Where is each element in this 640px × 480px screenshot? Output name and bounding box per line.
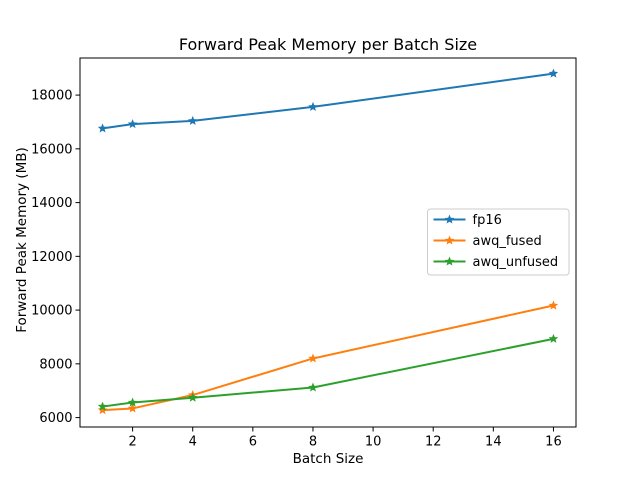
x-tick-label: 12 (425, 435, 442, 450)
x-tick-label: 14 (485, 435, 502, 450)
y-tick-label: 18000 (31, 89, 72, 104)
awq_fused-marker (548, 300, 559, 310)
x-tick-label: 6 (249, 435, 257, 450)
awq_fused-marker (127, 403, 138, 413)
fp16-marker (548, 68, 559, 78)
y-tick-label: 10000 (31, 304, 72, 319)
legend-box (427, 208, 570, 276)
fp16-marker (187, 115, 198, 125)
legend-label: fp16 (473, 213, 502, 228)
x-axis-label: Batch Size (292, 451, 364, 467)
y-axis-label: Forward Peak Memory (MB) (14, 147, 30, 333)
chart-title: Forward Peak Memory per Batch Size (178, 35, 478, 54)
axes-frame (79, 57, 577, 428)
legend-marker (444, 235, 455, 245)
fp16-marker (127, 119, 138, 129)
x-tick-label: 10 (365, 435, 382, 450)
awq_unfused-marker (308, 382, 318, 392)
y-tick-label: 8000 (39, 357, 72, 372)
fp16-marker (97, 123, 108, 133)
awq_fused-marker (308, 353, 318, 363)
x-tick-label: 2 (128, 435, 136, 450)
awq_unfused-marker (97, 401, 108, 411)
awq_unfused-line (101, 337, 555, 408)
awq_unfused-marker (548, 333, 559, 343)
legend-label: awq_fused (473, 234, 542, 249)
x-tick-label: 16 (545, 435, 562, 450)
awq_unfused-marker (187, 392, 198, 402)
fp16-line (101, 72, 555, 130)
awq_unfused-marker (127, 397, 138, 407)
y-tick-label: 14000 (31, 196, 72, 211)
y-tick-label: 16000 (31, 142, 72, 157)
fp16-marker (308, 101, 318, 111)
y-tick-label: 6000 (39, 411, 72, 426)
y-tick-label: 12000 (31, 250, 72, 265)
legend-label: awq_unfused (473, 255, 559, 270)
awq_fused-line (101, 304, 555, 412)
legend-marker (444, 256, 455, 266)
x-tick-label: 8 (309, 435, 317, 450)
x-tick-label: 4 (189, 435, 197, 450)
awq_fused-marker (97, 405, 108, 415)
legend-marker (444, 214, 455, 224)
